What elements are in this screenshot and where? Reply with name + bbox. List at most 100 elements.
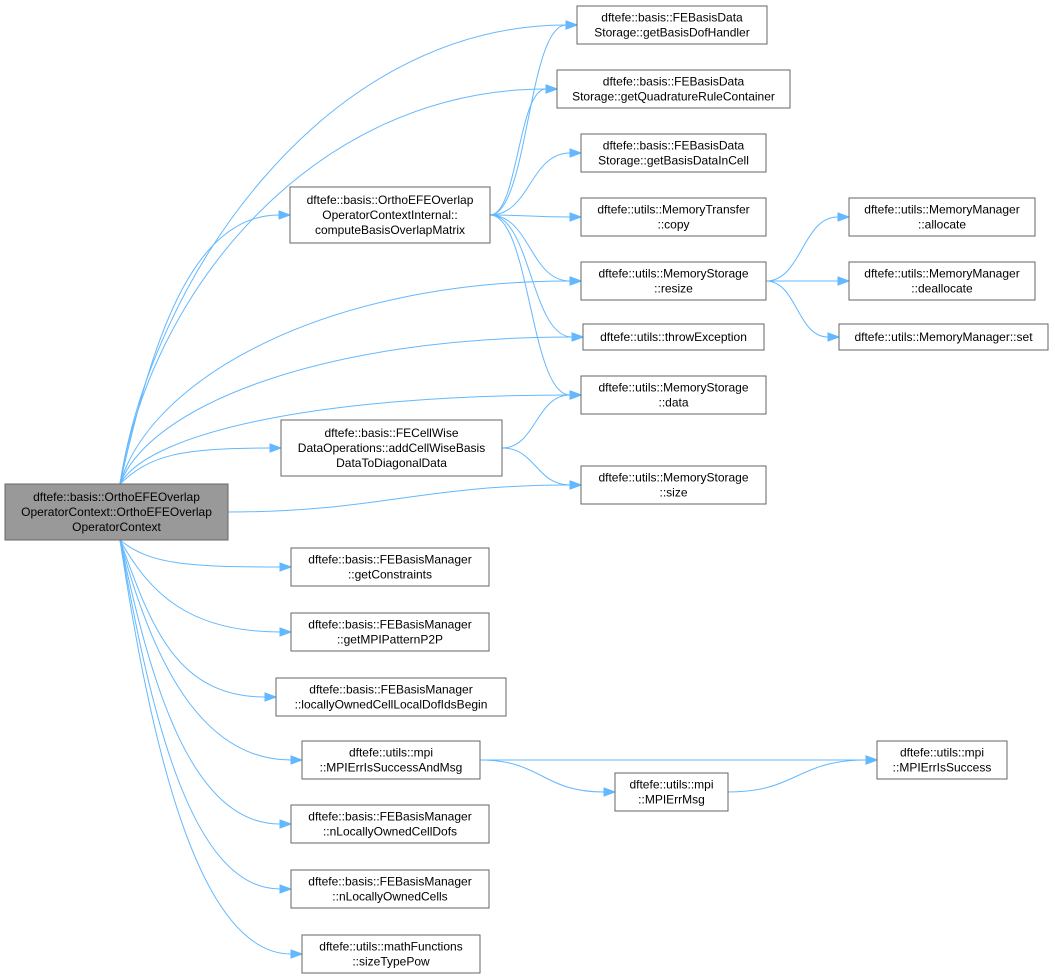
node-box [290, 869, 490, 909]
node-label-line: dftefe::utils::mpi [629, 778, 713, 792]
node-get-basis-dof-handler[interactable]: dftefe::basis::FEBasisDataStorage::getBa… [576, 5, 768, 45]
node-label-line: dftefe::basis::FECellWise [324, 426, 458, 440]
node-box [275, 677, 507, 717]
edge-mpierr-msg-to-mpierr-is-success [727, 755, 879, 793]
node-get-basis-data-in-cell[interactable]: dftefe::basis::FEBasisDataStorage::getBa… [580, 133, 767, 173]
node-box [580, 197, 767, 237]
edge-arrowhead [837, 276, 851, 286]
edge-root-to-mpierr-is-success-and-msg [119, 539, 304, 765]
edge-root-to-add-cell-wise [119, 443, 283, 485]
edge-mpierr-is-success-and-msg-to-mpierr-is-success [479, 755, 879, 765]
node-label-line: dftefe::basis::FEBasisData [601, 11, 743, 25]
edge-arrowhead [569, 276, 583, 286]
node-throw-exception[interactable]: dftefe::utils::throwException [582, 323, 765, 351]
node-label-line: DataToDiagonalData [336, 456, 447, 470]
node-box [290, 612, 490, 652]
edge-mpierr-is-success-and-msg-to-mpierr-msg [479, 759, 617, 797]
edge-line [119, 336, 573, 485]
edge-line [119, 214, 280, 485]
node-root-ortho-efe-overlap-operator-context[interactable]: dftefe::basis::OrthoEFEOverlapOperatorCo… [4, 483, 229, 541]
node-label-line: ::size [659, 486, 687, 500]
edge-compute-basis-overlap-matrix-to-throw-exception [489, 214, 585, 342]
edge-line [479, 759, 605, 793]
edge-arrowhead [569, 480, 583, 490]
node-n-locally-owned-cells[interactable]: dftefe::basis::FEBasisManager::nLocallyO… [290, 869, 490, 909]
node-label-line: ::nLocallyOwnedCellDofs [323, 825, 457, 839]
edge-root-to-locally-owned-cell-local-dof-ids-begin [119, 539, 278, 702]
node-box [301, 740, 481, 780]
edge-compute-basis-overlap-matrix-to-copy [489, 212, 583, 222]
node-locally-owned-cell-local-dof-ids-begin[interactable]: dftefe::basis::FEBasisManager::locallyOw… [275, 677, 507, 717]
node-box [580, 261, 767, 301]
node-deallocate[interactable]: dftefe::utils::MemoryManager::deallocate [848, 261, 1036, 301]
node-label-line: dftefe::utils::MemoryTransfer [597, 203, 749, 217]
node-box [848, 197, 1036, 237]
edge-line [501, 447, 571, 486]
edge-arrowhead [264, 692, 278, 702]
node-box [280, 419, 503, 477]
edge-line [727, 759, 867, 793]
node-label-line: ::allocate [918, 218, 966, 232]
edge-line [119, 539, 266, 698]
nodes-layer: dftefe::basis::OrthoEFEOverlapOperatorCo… [4, 5, 1049, 974]
edge-arrowhead [603, 787, 617, 797]
edge-arrowhead [569, 148, 583, 158]
edge-root-to-n-locally-owned-cells [119, 539, 293, 894]
edge-line [765, 216, 839, 282]
node-label-line: dftefe::utils::MemoryStorage [598, 267, 748, 281]
edge-arrowhead [565, 20, 579, 30]
node-box [290, 547, 490, 587]
node-label-line: computeBasisOverlapMatrix [315, 223, 465, 237]
node-box [576, 5, 768, 45]
edge-arrowhead [279, 627, 293, 637]
node-label-line: Storage::getBasisDataInCell [598, 154, 749, 168]
edge-compute-basis-overlap-matrix-to-data [489, 214, 583, 400]
node-add-cell-wise[interactable]: dftefe::basis::FECellWiseDataOperations:… [280, 419, 503, 477]
edge-compute-basis-overlap-matrix-to-get-quadrature-rule-container [489, 84, 559, 216]
edge-line [227, 484, 571, 513]
node-size-type-pow[interactable]: dftefe::utils::mathFunctions::sizeTypePo… [301, 934, 481, 974]
node-mpierr-is-success-and-msg[interactable]: dftefe::utils::mpi::MPIErrIsSuccessAndMs… [301, 740, 481, 780]
node-label-line: ::copy [657, 218, 689, 232]
node-copy[interactable]: dftefe::utils::MemoryTransfer::copy [580, 197, 767, 237]
node-label-line: dftefe::basis::FEBasisManager [308, 875, 471, 889]
node-label-line: ::data [658, 396, 688, 410]
node-label-line: OperatorContext::OrthoEFEOverlap [21, 505, 212, 519]
node-compute-basis-overlap-matrix[interactable]: dftefe::basis::OrthoEFEOverlapOperatorCo… [289, 186, 491, 244]
node-data[interactable]: dftefe::utils::MemoryStorage::data [580, 375, 767, 415]
node-mpierr-is-success[interactable]: dftefe::utils::mpi::MPIErrIsSuccess [876, 740, 1008, 780]
edge-line [489, 214, 571, 282]
node-mpierr-msg[interactable]: dftefe::utils::mpi::MPIErrMsg [614, 772, 729, 812]
edge-line [765, 280, 829, 338]
node-resize[interactable]: dftefe::utils::MemoryStorage::resize [580, 261, 767, 301]
node-label-line: dftefe::basis::OrthoEFEOverlap [307, 193, 474, 207]
node-box [580, 465, 767, 505]
edge-line [119, 24, 567, 485]
node-set[interactable]: dftefe::utils::MemoryManager::set [838, 323, 1049, 351]
edge-line [119, 539, 292, 955]
node-get-mpipattern-p2-p[interactable]: dftefe::basis::FEBasisManager::getMPIPat… [290, 612, 490, 652]
node-allocate[interactable]: dftefe::utils::MemoryManager::allocate [848, 197, 1036, 237]
edge-arrowhead [279, 884, 293, 894]
edge-line [489, 214, 571, 396]
node-n-locally-owned-cell-dofs[interactable]: dftefe::basis::FEBasisManager::nLocallyO… [290, 804, 490, 844]
node-get-constraints[interactable]: dftefe::basis::FEBasisManager::getConstr… [290, 547, 490, 587]
edge-compute-basis-overlap-matrix-to-resize [489, 214, 583, 286]
node-box [4, 483, 229, 541]
edge-resize-to-allocate [765, 212, 851, 282]
edge-compute-basis-overlap-matrix-to-get-basis-data-in-cell [489, 148, 583, 216]
edge-add-cell-wise-to-data [501, 390, 583, 449]
edge-line [119, 539, 281, 825]
edge-arrowhead [571, 332, 585, 342]
edge-line [119, 88, 547, 485]
edge-resize-to-deallocate [766, 276, 851, 286]
node-label-line: dftefe::utils::throwException [600, 330, 747, 344]
edge-root-to-size-type-pow [119, 539, 304, 959]
node-box [290, 804, 490, 844]
node-size[interactable]: dftefe::utils::MemoryStorage::size [580, 465, 767, 505]
edge-arrowhead [865, 755, 879, 765]
node-label-line: dftefe::basis::FEBasisManager [308, 618, 471, 632]
node-label-line: dftefe::utils::mathFunctions [319, 940, 462, 954]
node-get-quadrature-rule-container[interactable]: dftefe::basis::FEBasisDataStorage::getQu… [556, 69, 791, 109]
